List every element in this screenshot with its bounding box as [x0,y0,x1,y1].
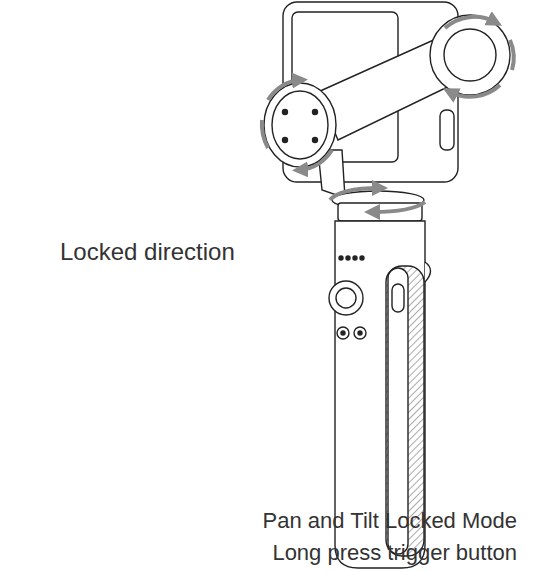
rotation-arrows [262,17,514,212]
label-text: Pan and Tilt Locked Mode [263,508,517,534]
gimbal-body [264,2,510,568]
label-text: Long press trigger button [272,540,517,566]
label-text: Locked direction [60,238,235,267]
